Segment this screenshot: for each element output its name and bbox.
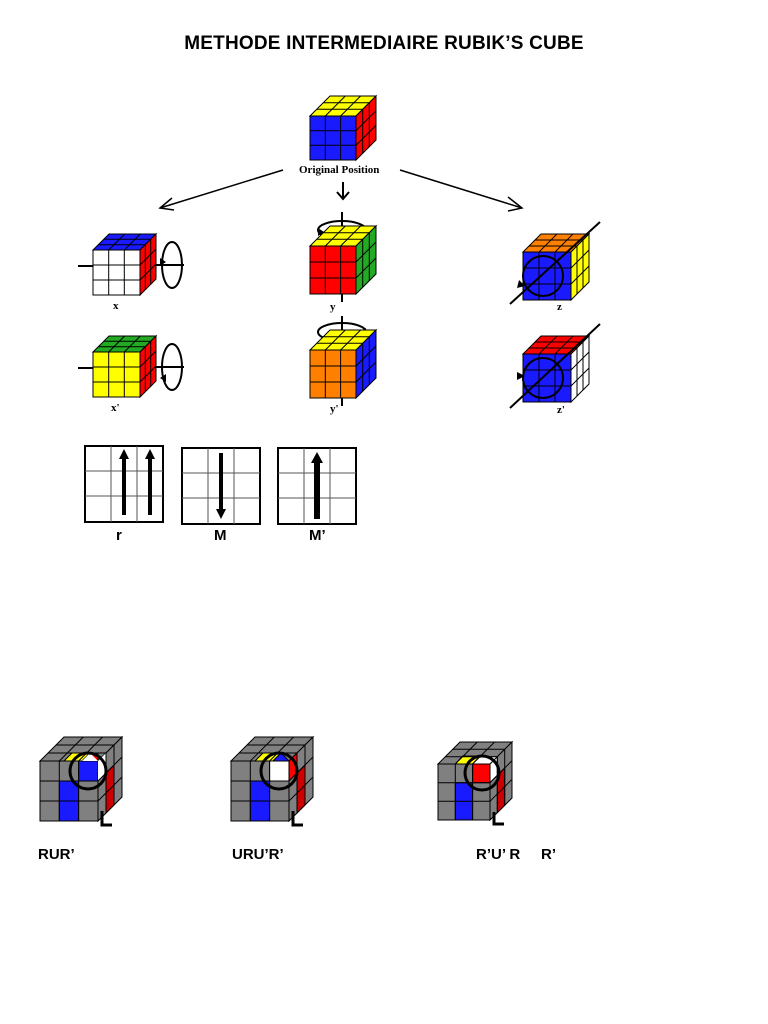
algorithm-label-2: URU’R’ xyxy=(232,846,284,863)
rotation-z-cube xyxy=(509,221,601,305)
algorithm-cube-2 xyxy=(229,735,315,827)
slice-label-r: r xyxy=(116,527,122,544)
algorithm-cube-1 xyxy=(38,735,124,827)
slice-label-m: M xyxy=(214,527,227,544)
rotation-label-x-prime: x' xyxy=(111,402,120,414)
rotation-label-z-prime: z' xyxy=(557,404,565,416)
page-title: METHODE INTERMEDIAIRE RUBIK’S CUBE xyxy=(184,33,584,54)
rotation-label-z: z xyxy=(557,301,562,313)
rotation-label-y: y xyxy=(330,301,336,313)
original-cube xyxy=(308,94,378,162)
rotation-z-prime-cube xyxy=(509,323,601,409)
branch-arrows xyxy=(158,169,524,212)
algorithm-label-1: RUR’ xyxy=(38,846,75,863)
algorithm-label-3: R’U’ R R’ xyxy=(476,846,557,863)
rotation-label-y-prime: y' xyxy=(330,403,339,415)
slice-grid-m-prime xyxy=(277,447,357,525)
original-position-label: Original Position xyxy=(299,164,380,176)
slice-label-m-prime: M’ xyxy=(309,527,326,544)
rotation-x-prime-cube xyxy=(78,334,184,399)
algorithm-cube-3 xyxy=(436,740,514,826)
slice-grid-r xyxy=(84,445,164,523)
rotation-label-x: x xyxy=(113,300,119,312)
slice-grid-m xyxy=(181,447,261,525)
rotation-x-cube xyxy=(78,232,184,297)
rotation-y-cube xyxy=(308,212,378,302)
rotation-y-prime-cube xyxy=(308,316,378,406)
